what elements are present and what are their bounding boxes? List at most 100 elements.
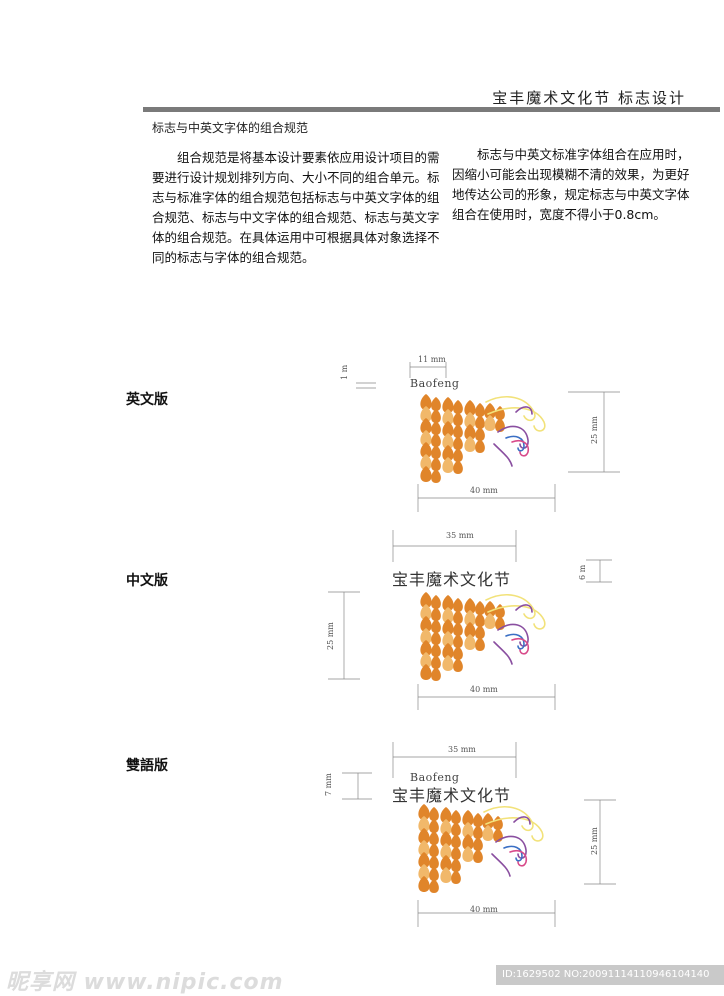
english-version-label: 英文版 bbox=[126, 392, 168, 408]
watermark-id: ID:1629502 NO:20091114110946104140 bbox=[502, 969, 710, 980]
logo-petal bbox=[462, 810, 474, 826]
logo-petal bbox=[451, 822, 461, 836]
festival-logo-bilingual bbox=[418, 804, 544, 893]
logo-swirl bbox=[505, 435, 525, 452]
logo-petal bbox=[431, 655, 441, 669]
logo-petal bbox=[462, 834, 474, 850]
logo-petal bbox=[451, 858, 461, 872]
logo-petal bbox=[429, 867, 439, 881]
watermark-bar bbox=[496, 965, 724, 985]
logo-petal bbox=[431, 409, 441, 423]
logo-petal bbox=[431, 421, 441, 435]
logo-petal bbox=[431, 433, 441, 447]
logo-petal bbox=[418, 876, 430, 892]
logo-petal bbox=[442, 421, 454, 437]
logo-petal bbox=[464, 634, 476, 650]
bilingual-dim-height-text: 25 mm bbox=[590, 827, 599, 855]
logo-petal bbox=[473, 837, 483, 851]
logo-petal bbox=[453, 448, 463, 462]
logo-petal bbox=[440, 867, 452, 883]
chinese-wordmark: 宝丰魔术文化节 bbox=[392, 570, 512, 589]
logo-petal bbox=[462, 822, 474, 838]
logo-petal bbox=[429, 843, 439, 857]
logo-petal bbox=[451, 810, 461, 824]
logo-petal bbox=[462, 846, 474, 862]
logo-petal bbox=[440, 807, 452, 823]
page-header-title: 宝丰魔术文化节 标志设计 bbox=[492, 89, 686, 107]
logo-petal bbox=[440, 831, 452, 847]
logo-petal bbox=[431, 445, 441, 459]
logo-petal bbox=[453, 658, 463, 672]
logo-petal bbox=[420, 652, 432, 668]
logo-petal bbox=[451, 834, 461, 848]
logo-swirl bbox=[509, 849, 528, 867]
logo-petal bbox=[429, 807, 439, 821]
chinese-dim-width-text: 35 mm bbox=[446, 531, 474, 540]
logo-petal bbox=[493, 816, 503, 830]
logo-petal bbox=[431, 667, 441, 681]
logo-petal bbox=[440, 819, 452, 835]
logo-petal bbox=[442, 457, 454, 473]
logo-petal bbox=[431, 619, 441, 633]
logo-petal bbox=[431, 607, 441, 621]
logo-petal bbox=[420, 664, 432, 680]
logo-petal bbox=[420, 406, 432, 422]
logo-petal bbox=[429, 879, 439, 893]
logo-petal bbox=[440, 855, 452, 871]
festival-logo-chinese bbox=[420, 592, 546, 681]
header-rule bbox=[143, 107, 720, 112]
logo-swirl bbox=[497, 623, 529, 647]
logo-swirl bbox=[503, 845, 523, 862]
logo-petal bbox=[420, 640, 432, 656]
logo-petal bbox=[475, 439, 485, 453]
chinese-version-label: 中文版 bbox=[126, 573, 168, 589]
logo-petal bbox=[484, 403, 496, 419]
chinese-dim-total-text: 40 mm bbox=[470, 685, 498, 694]
logo-petal bbox=[453, 424, 463, 438]
logo-petal bbox=[431, 595, 441, 609]
english-dim-gap-text: 1 m bbox=[340, 364, 349, 380]
logo-swirl bbox=[487, 605, 546, 630]
logo-petal bbox=[431, 397, 441, 411]
logo-petal bbox=[420, 418, 432, 434]
logo-swirl bbox=[485, 817, 544, 842]
logo-petal bbox=[453, 646, 463, 660]
logo-petal bbox=[484, 415, 496, 431]
bilingual-version-label: 雙語版 bbox=[126, 758, 168, 774]
intro-paragraph-left: 组合规范是将基本设计要素依应用设计项目的需要进行设计规划排列方向、大小不同的组合… bbox=[152, 150, 440, 265]
logo-petal bbox=[451, 870, 461, 884]
logo-petal bbox=[429, 831, 439, 845]
festival-logo-english bbox=[420, 394, 546, 483]
logo-petal bbox=[453, 460, 463, 474]
logo-petal bbox=[475, 613, 485, 627]
logo-petal bbox=[453, 400, 463, 414]
logo-swirl bbox=[505, 633, 525, 650]
logo-petal bbox=[431, 643, 441, 657]
logo-swirl bbox=[493, 641, 513, 665]
logo-swirl bbox=[497, 425, 529, 449]
logo-petal bbox=[420, 466, 432, 482]
logo-petal bbox=[420, 628, 432, 644]
logo-petal bbox=[431, 457, 441, 471]
logo-petal bbox=[431, 631, 441, 645]
logo-swirl bbox=[495, 835, 527, 859]
logo-petal bbox=[429, 819, 439, 833]
bilingual-dim-width-text: 35 mm bbox=[448, 745, 476, 754]
watermark-brand: 昵享网 www.nipic.com bbox=[6, 970, 284, 995]
logo-petal bbox=[464, 424, 476, 440]
logo-petal bbox=[440, 843, 452, 859]
logo-petal bbox=[442, 409, 454, 425]
logo-petal bbox=[453, 634, 463, 648]
bilingual-wordmark-english: Baofeng bbox=[410, 771, 460, 784]
bilingual-wordmark-chinese: 宝丰魔术文化节 bbox=[392, 786, 512, 805]
bilingual-dim-total-text: 40 mm bbox=[470, 905, 498, 914]
english-dim-width-text: 11 mm bbox=[418, 355, 446, 364]
logo-swirl bbox=[493, 443, 513, 467]
english-dim-total-text: 40 mm bbox=[470, 486, 498, 495]
logo-petal bbox=[442, 607, 454, 623]
logo-petal bbox=[420, 592, 432, 608]
chinese-dim-height-text: 25 mm bbox=[326, 622, 335, 650]
logo-petal bbox=[418, 816, 430, 832]
logo-petal bbox=[473, 813, 483, 827]
logo-petal bbox=[475, 427, 485, 441]
